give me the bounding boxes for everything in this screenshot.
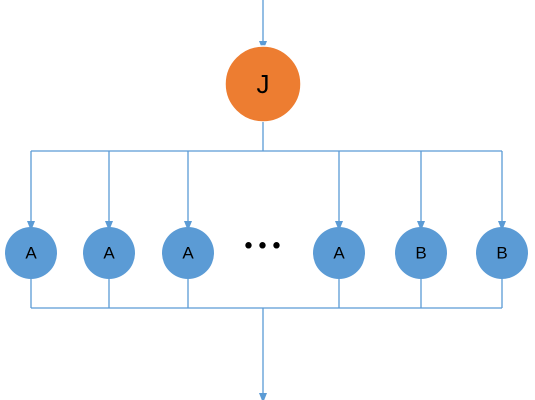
child-node-circle [476,227,528,279]
child-node-3: A [162,227,214,279]
child-node-label: B [415,244,426,263]
node-j-label: J [257,69,270,99]
child-node-label: A [25,244,37,263]
node-j: J [224,45,302,123]
child-node-circle [313,227,365,279]
child-node-circle [83,227,135,279]
child-node-label: A [333,244,345,263]
child-node-label: A [182,244,194,263]
child-node-6: B [476,227,528,279]
child-node-1: A [5,227,57,279]
child-node-circle [395,227,447,279]
child-node-label: A [103,244,115,263]
child-node-4: A [313,227,365,279]
child-node-2: A [83,227,135,279]
child-node-5: B [395,227,447,279]
ellipsis: ••• [242,235,284,260]
child-node-label: B [496,244,507,263]
child-node-circle [162,227,214,279]
child-node-circle [5,227,57,279]
